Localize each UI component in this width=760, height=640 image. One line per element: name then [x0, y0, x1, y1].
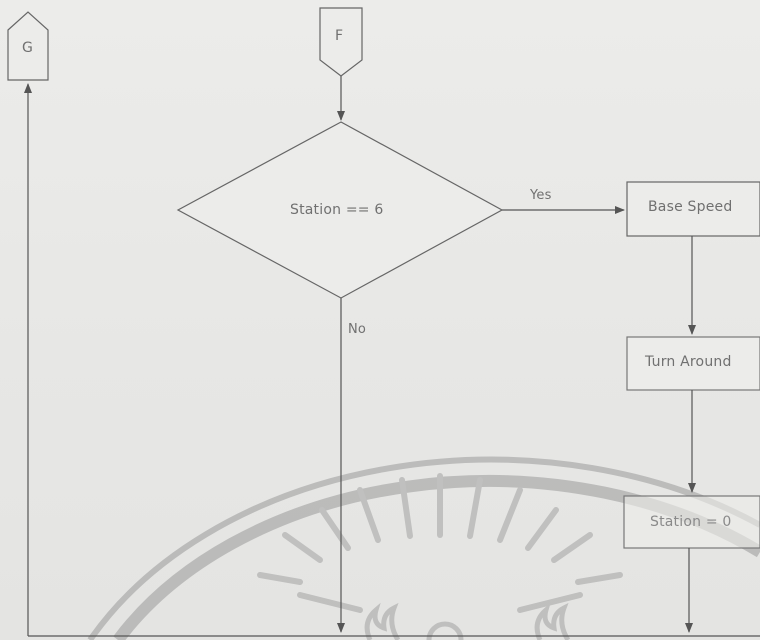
watermark-seal	[90, 460, 760, 640]
process-label-base-speed: Base Speed	[648, 199, 732, 215]
process-label-station-reset: Station = 0	[650, 514, 732, 530]
yes-branch-label: Yes	[530, 188, 552, 203]
connector-label-f: F	[335, 28, 343, 44]
process-label-turn-around: Turn Around	[645, 354, 732, 370]
no-branch-label: No	[348, 322, 366, 337]
connector-label-g: G	[22, 40, 33, 56]
decision-condition-text: Station == 6	[290, 202, 383, 218]
